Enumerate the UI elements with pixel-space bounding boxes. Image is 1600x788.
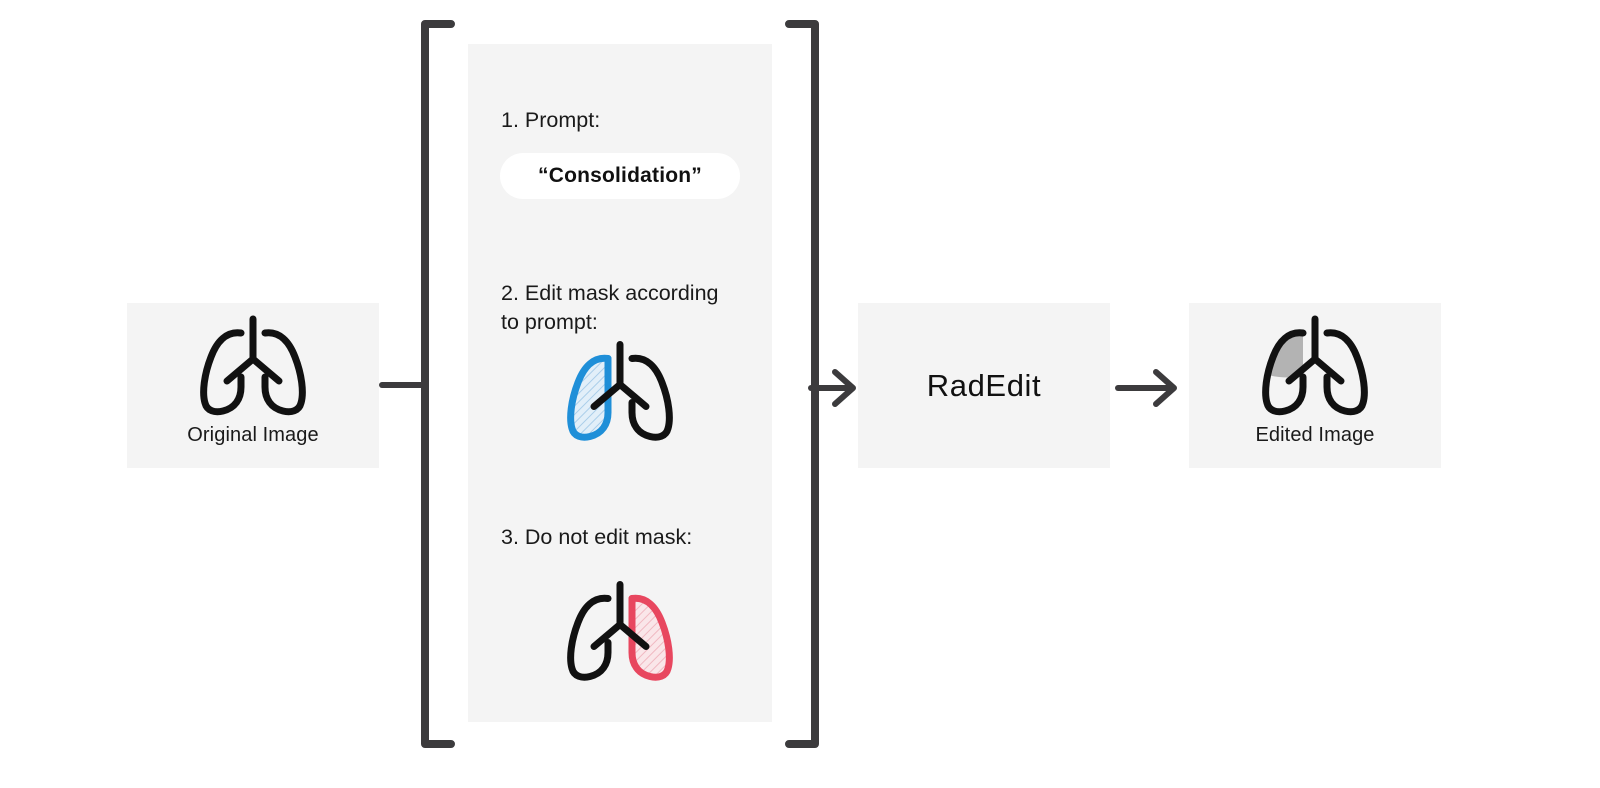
radedit-card: RadEdit (858, 303, 1110, 468)
lungs-icon (183, 311, 323, 421)
step-3: 3. Do not edit mask: (468, 523, 772, 552)
step-1-text: 1. Prompt: (501, 108, 601, 132)
step-2: 2. Edit mask according to prompt: (468, 279, 772, 337)
prompt-pill[interactable]: “Consolidation” (500, 153, 740, 199)
step-3-text: 3. Do not edit mask: (501, 525, 693, 549)
original-image-label: Original Image (187, 424, 319, 446)
radedit-label: RadEdit (926, 367, 1042, 403)
prompt-value: “Consolidation” (538, 164, 702, 187)
steps-panel: 1. Prompt: “Consolidation” 2. Edit mask … (468, 44, 772, 722)
bracket-right (785, 20, 825, 748)
bracket-left (415, 20, 455, 748)
connector-original-to-bracket (379, 370, 425, 400)
lungs-with-consolidation-icon (1245, 311, 1385, 421)
arrow-to-radedit-icon (805, 358, 865, 418)
step-1: 1. Prompt: (468, 106, 772, 135)
original-image-card: Original Image (127, 303, 379, 468)
edited-image-label: Edited Image (1255, 424, 1375, 446)
step-2-text: 2. Edit mask according to prompt: (501, 281, 719, 334)
arrow-to-edited-icon (1112, 358, 1188, 418)
lungs-keep-mask-red-icon (468, 574, 772, 689)
edited-image-card: Edited Image (1189, 303, 1441, 468)
lungs-edit-mask-blue-icon (468, 334, 772, 449)
